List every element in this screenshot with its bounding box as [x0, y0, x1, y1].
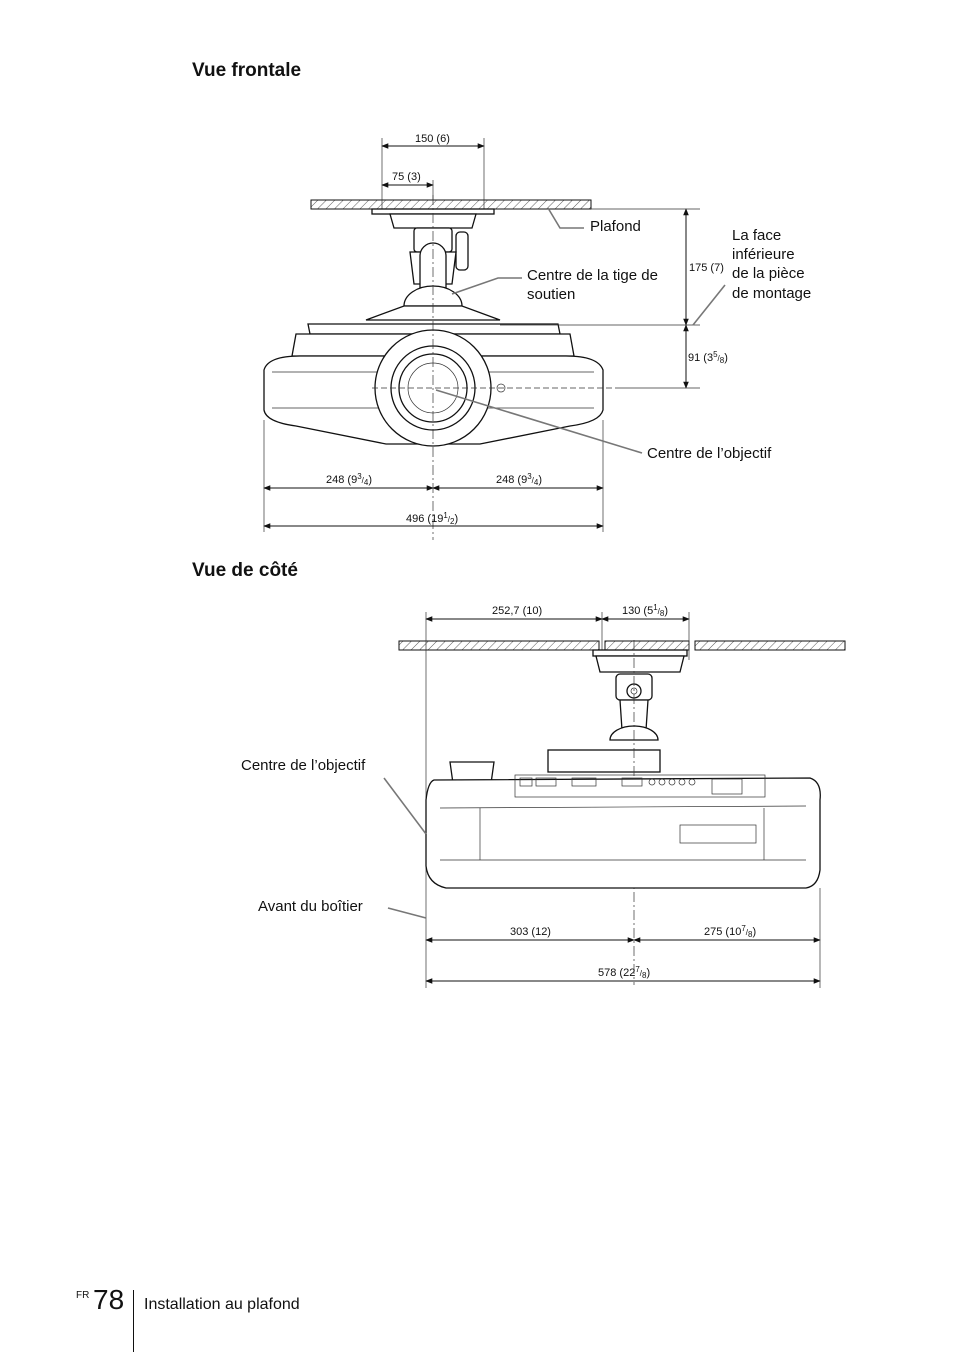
footer-divider — [133, 1290, 134, 1352]
front-top-dimensions: 150 (6) 75 (3) — [381, 133, 485, 212]
front-view-diagram: 150 (6) 75 (3) 175 (7) 91 — [263, 133, 811, 540]
side-ceiling-plates — [398, 640, 846, 651]
svg-text:130 (51/8): 130 (51/8) — [622, 603, 668, 618]
front-total-width-dim: 496 (19 — [406, 513, 443, 525]
front-rod-center-label-2: soutien — [527, 286, 575, 303]
front-height-lower-dim: 91 (3 — [688, 352, 713, 364]
svg-text:91 (35/8): 91 (35/8) — [688, 350, 728, 365]
side-lens-center-label: Centre de l’objectif — [241, 757, 366, 774]
side-bottom-dimensions: 303 (12) 275 (107/8) 578 (227/8) — [425, 888, 821, 988]
front-mount-face-label-2: inférieure — [732, 246, 795, 263]
front-left-half-dim: 248 (9 — [326, 474, 357, 486]
front-mount-face-label: La face — [732, 227, 781, 244]
front-projector-body — [263, 195, 620, 540]
side-rear-part-dim: 275 (10 — [704, 926, 741, 938]
side-view-heading: Vue de côté — [192, 560, 298, 581]
footer-language-code: FR — [76, 1290, 90, 1301]
side-projector-body — [425, 761, 821, 889]
front-callout-leaders — [435, 207, 726, 454]
front-mount-face-label-3: de la pièce — [732, 265, 805, 282]
svg-text:248 (93/4): 248 (93/4) — [326, 472, 372, 487]
front-mount-bracket — [365, 208, 501, 321]
front-rod-center-label: Centre de la tige de — [527, 267, 658, 284]
front-mount-face-label-4: de montage — [732, 285, 811, 302]
side-view-diagram: 252,7 (10) 130 (51/8) — [241, 603, 846, 988]
side-front-part-dim: 303 (12) — [510, 926, 551, 938]
front-top-width-dim: 150 (6) — [415, 133, 450, 145]
side-mount-width-dim: 130 (5 — [622, 605, 653, 617]
footer-section-title: Installation au plafond — [144, 1296, 300, 1313]
side-front-to-mount-dim: 252,7 (10) — [492, 605, 542, 617]
front-height-upper-dim: 175 (7) — [689, 262, 724, 274]
side-connector-panel — [519, 777, 696, 787]
front-bottom-dimensions: 248 (93/4) 248 (93/4) 496 (191/2) — [263, 420, 604, 532]
front-right-half-dim: 248 (9 — [496, 474, 527, 486]
svg-text:248 (93/4): 248 (93/4) — [496, 472, 542, 487]
front-top-half-dim: 75 (3) — [392, 171, 421, 183]
front-ceiling-label: Plafond — [590, 218, 641, 235]
front-view-heading: Vue frontale — [192, 60, 302, 81]
side-case-front-label: Avant du boîtier — [258, 898, 363, 915]
svg-text:275 (107/8): 275 (107/8) — [704, 924, 756, 939]
front-lens-center-label: Centre de l’objectif — [647, 445, 772, 462]
footer-page-number: 78 — [93, 1284, 125, 1315]
svg-text:496 (191/2): 496 (191/2) — [406, 511, 458, 526]
side-total-length-dim: 578 (22 — [598, 967, 635, 979]
front-vertical-dimensions: 175 (7) 91 (35/8) — [500, 208, 728, 389]
side-top-dimensions: 252,7 (10) 130 (51/8) — [425, 603, 690, 920]
side-mount-bracket — [547, 640, 688, 985]
svg-text:578 (227/8): 578 (227/8) — [598, 965, 650, 980]
side-callout-leaders — [383, 777, 427, 919]
